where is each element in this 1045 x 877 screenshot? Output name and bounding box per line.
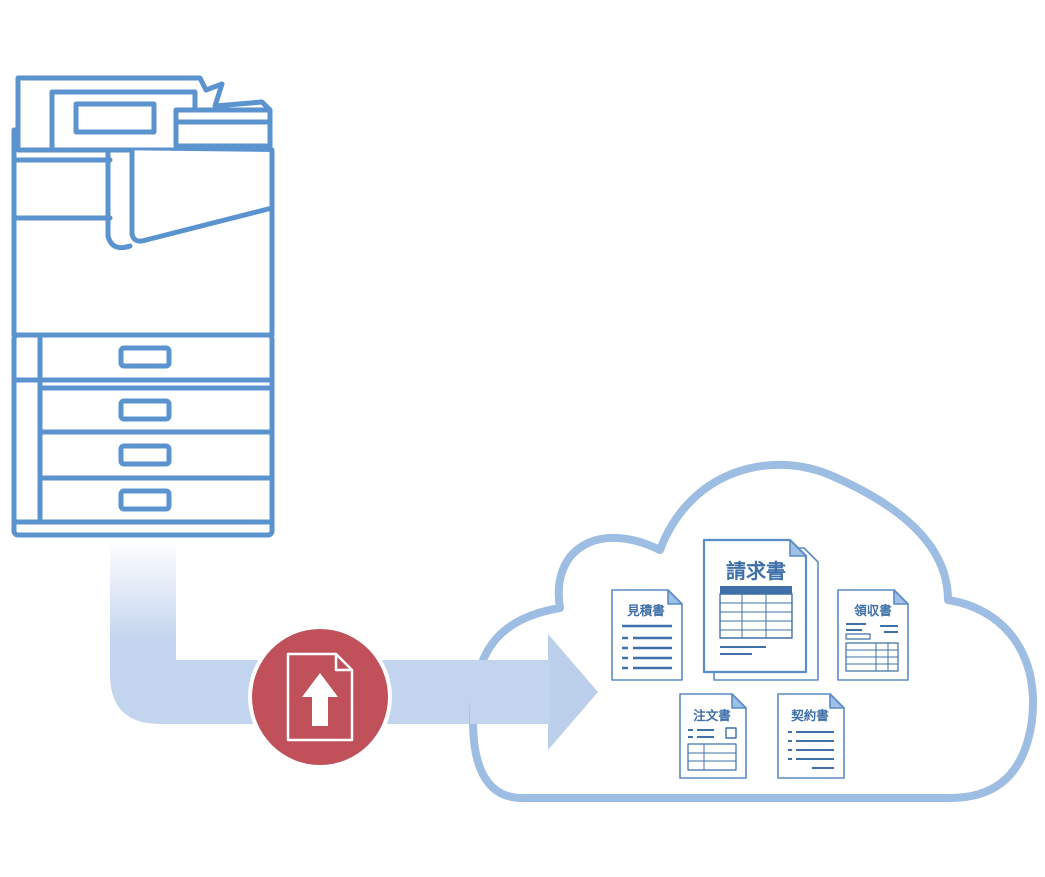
flow-arrowhead-front [548, 634, 598, 750]
purchase-order-document: 注文書 [679, 693, 747, 779]
invoice-document: 請求書 [702, 538, 819, 681]
file-upload-icon [248, 625, 392, 769]
receipt-title: 領収書 [853, 603, 892, 618]
purchase-order-title: 注文書 [693, 708, 731, 723]
receipt-document: 領収書 [837, 589, 909, 681]
drawer-handle-icon [118, 345, 172, 369]
flow-pipe-front [470, 660, 550, 724]
drawer-handle-icon [118, 443, 172, 467]
contract-document: 契約書 [777, 693, 845, 779]
drawer-handle-icon [118, 398, 172, 422]
estimate-document: 見積書 [611, 589, 683, 681]
estimate-title: 見積書 [626, 603, 665, 618]
drawer-handle-icon [118, 488, 172, 512]
contract-title: 契約書 [790, 708, 829, 723]
multifunction-printer-icon [11, 75, 275, 538]
invoice-title: 請求書 [726, 559, 786, 583]
